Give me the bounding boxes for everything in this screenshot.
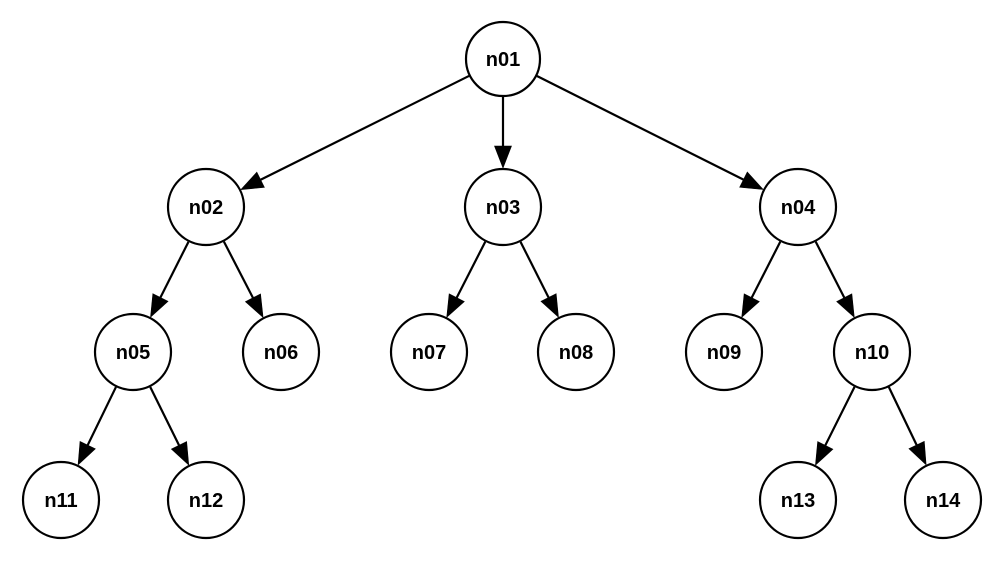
graph-node-n01[interactable]: n01 xyxy=(464,20,542,98)
node-circle[interactable] xyxy=(758,167,838,247)
node-circle[interactable] xyxy=(536,312,616,392)
edge-n10-n13 xyxy=(815,386,856,466)
graph-node-n07[interactable]: n07 xyxy=(389,312,469,392)
edge-line xyxy=(149,386,181,446)
arrowhead-icon xyxy=(240,171,265,190)
node-circle[interactable] xyxy=(903,460,983,540)
graph-node-n10[interactable]: n10 xyxy=(832,312,912,392)
edges-layer xyxy=(77,74,927,466)
node-label: n08 xyxy=(559,342,593,364)
node-label: n05 xyxy=(116,342,150,364)
graph-node-n04[interactable]: n04 xyxy=(758,167,838,247)
arrowhead-icon xyxy=(540,293,559,318)
arrowhead-icon xyxy=(446,293,465,319)
edge-n03-n07 xyxy=(446,241,487,319)
node-label: n01 xyxy=(486,49,520,71)
graph-node-n12[interactable]: n12 xyxy=(166,460,246,540)
node-circle[interactable] xyxy=(464,20,542,98)
edge-n10-n14 xyxy=(887,386,927,466)
node-circle[interactable] xyxy=(21,460,101,540)
node-label: n09 xyxy=(707,342,741,364)
edge-line xyxy=(750,241,782,299)
arrowhead-icon xyxy=(741,293,760,319)
edge-line xyxy=(887,386,918,446)
arrowhead-icon xyxy=(170,441,190,466)
graph-node-n09[interactable]: n09 xyxy=(684,312,764,392)
node-label: n13 xyxy=(781,490,815,512)
edge-n04-n10 xyxy=(814,241,855,319)
edge-n05-n11 xyxy=(77,386,117,466)
nodes-layer: n01 n02 n03 n04 n05 n06 n07 n08 n09 n10 n11 n12 n13 n… xyxy=(21,20,983,540)
node-circle[interactable] xyxy=(684,312,764,392)
edge-n04-n09 xyxy=(741,241,782,319)
edge-n02-n06 xyxy=(222,241,264,319)
arrowhead-icon xyxy=(836,293,855,319)
edge-n01-n03 xyxy=(494,97,512,169)
graph-node-n03[interactable]: n03 xyxy=(463,167,543,247)
arrowhead-icon xyxy=(77,440,96,466)
arrowhead-icon xyxy=(494,145,512,169)
edge-line xyxy=(159,241,190,299)
edge-n01-n04 xyxy=(536,75,764,190)
node-circle[interactable] xyxy=(389,312,469,392)
node-circle[interactable] xyxy=(463,167,543,247)
node-label: n12 xyxy=(189,490,223,512)
graph-node-n06[interactable]: n06 xyxy=(241,312,321,392)
node-circle[interactable] xyxy=(166,460,246,540)
graph-node-n08[interactable]: n08 xyxy=(536,312,616,392)
arrowhead-icon xyxy=(739,171,764,190)
graph-node-n13[interactable]: n13 xyxy=(758,460,838,540)
edge-line xyxy=(222,241,254,299)
node-label: n07 xyxy=(412,342,446,364)
node-label: n04 xyxy=(781,197,816,219)
edge-line xyxy=(814,241,846,299)
graph-node-n11[interactable]: n11 xyxy=(21,460,101,540)
node-label: n02 xyxy=(189,197,223,219)
edge-line xyxy=(455,241,487,299)
arrowhead-icon xyxy=(908,440,927,466)
edge-line xyxy=(260,74,470,181)
graph-node-n05[interactable]: n05 xyxy=(93,312,173,392)
edge-line xyxy=(519,241,550,299)
arrowhead-icon xyxy=(150,293,169,318)
edge-n05-n12 xyxy=(149,386,190,466)
edge-line xyxy=(86,386,117,446)
node-label: n10 xyxy=(855,342,889,364)
node-label: n11 xyxy=(44,490,77,512)
edge-n03-n08 xyxy=(519,241,559,318)
node-circle[interactable] xyxy=(93,312,173,392)
node-circle[interactable] xyxy=(832,312,912,392)
node-circle[interactable] xyxy=(166,167,246,247)
edge-line xyxy=(536,75,744,181)
graph-node-n02[interactable]: n02 xyxy=(166,167,246,247)
arrowhead-icon xyxy=(815,441,834,466)
edge-n02-n05 xyxy=(150,241,190,318)
edge-line xyxy=(824,386,856,446)
graph-node-n14[interactable]: n14 xyxy=(903,460,983,540)
node-circle[interactable] xyxy=(758,460,838,540)
node-label: n06 xyxy=(264,342,298,364)
node-label: n03 xyxy=(486,197,520,219)
edge-n01-n02 xyxy=(240,74,470,190)
node-label: n14 xyxy=(926,490,961,512)
node-circle[interactable] xyxy=(241,312,321,392)
arrowhead-icon xyxy=(244,293,264,319)
